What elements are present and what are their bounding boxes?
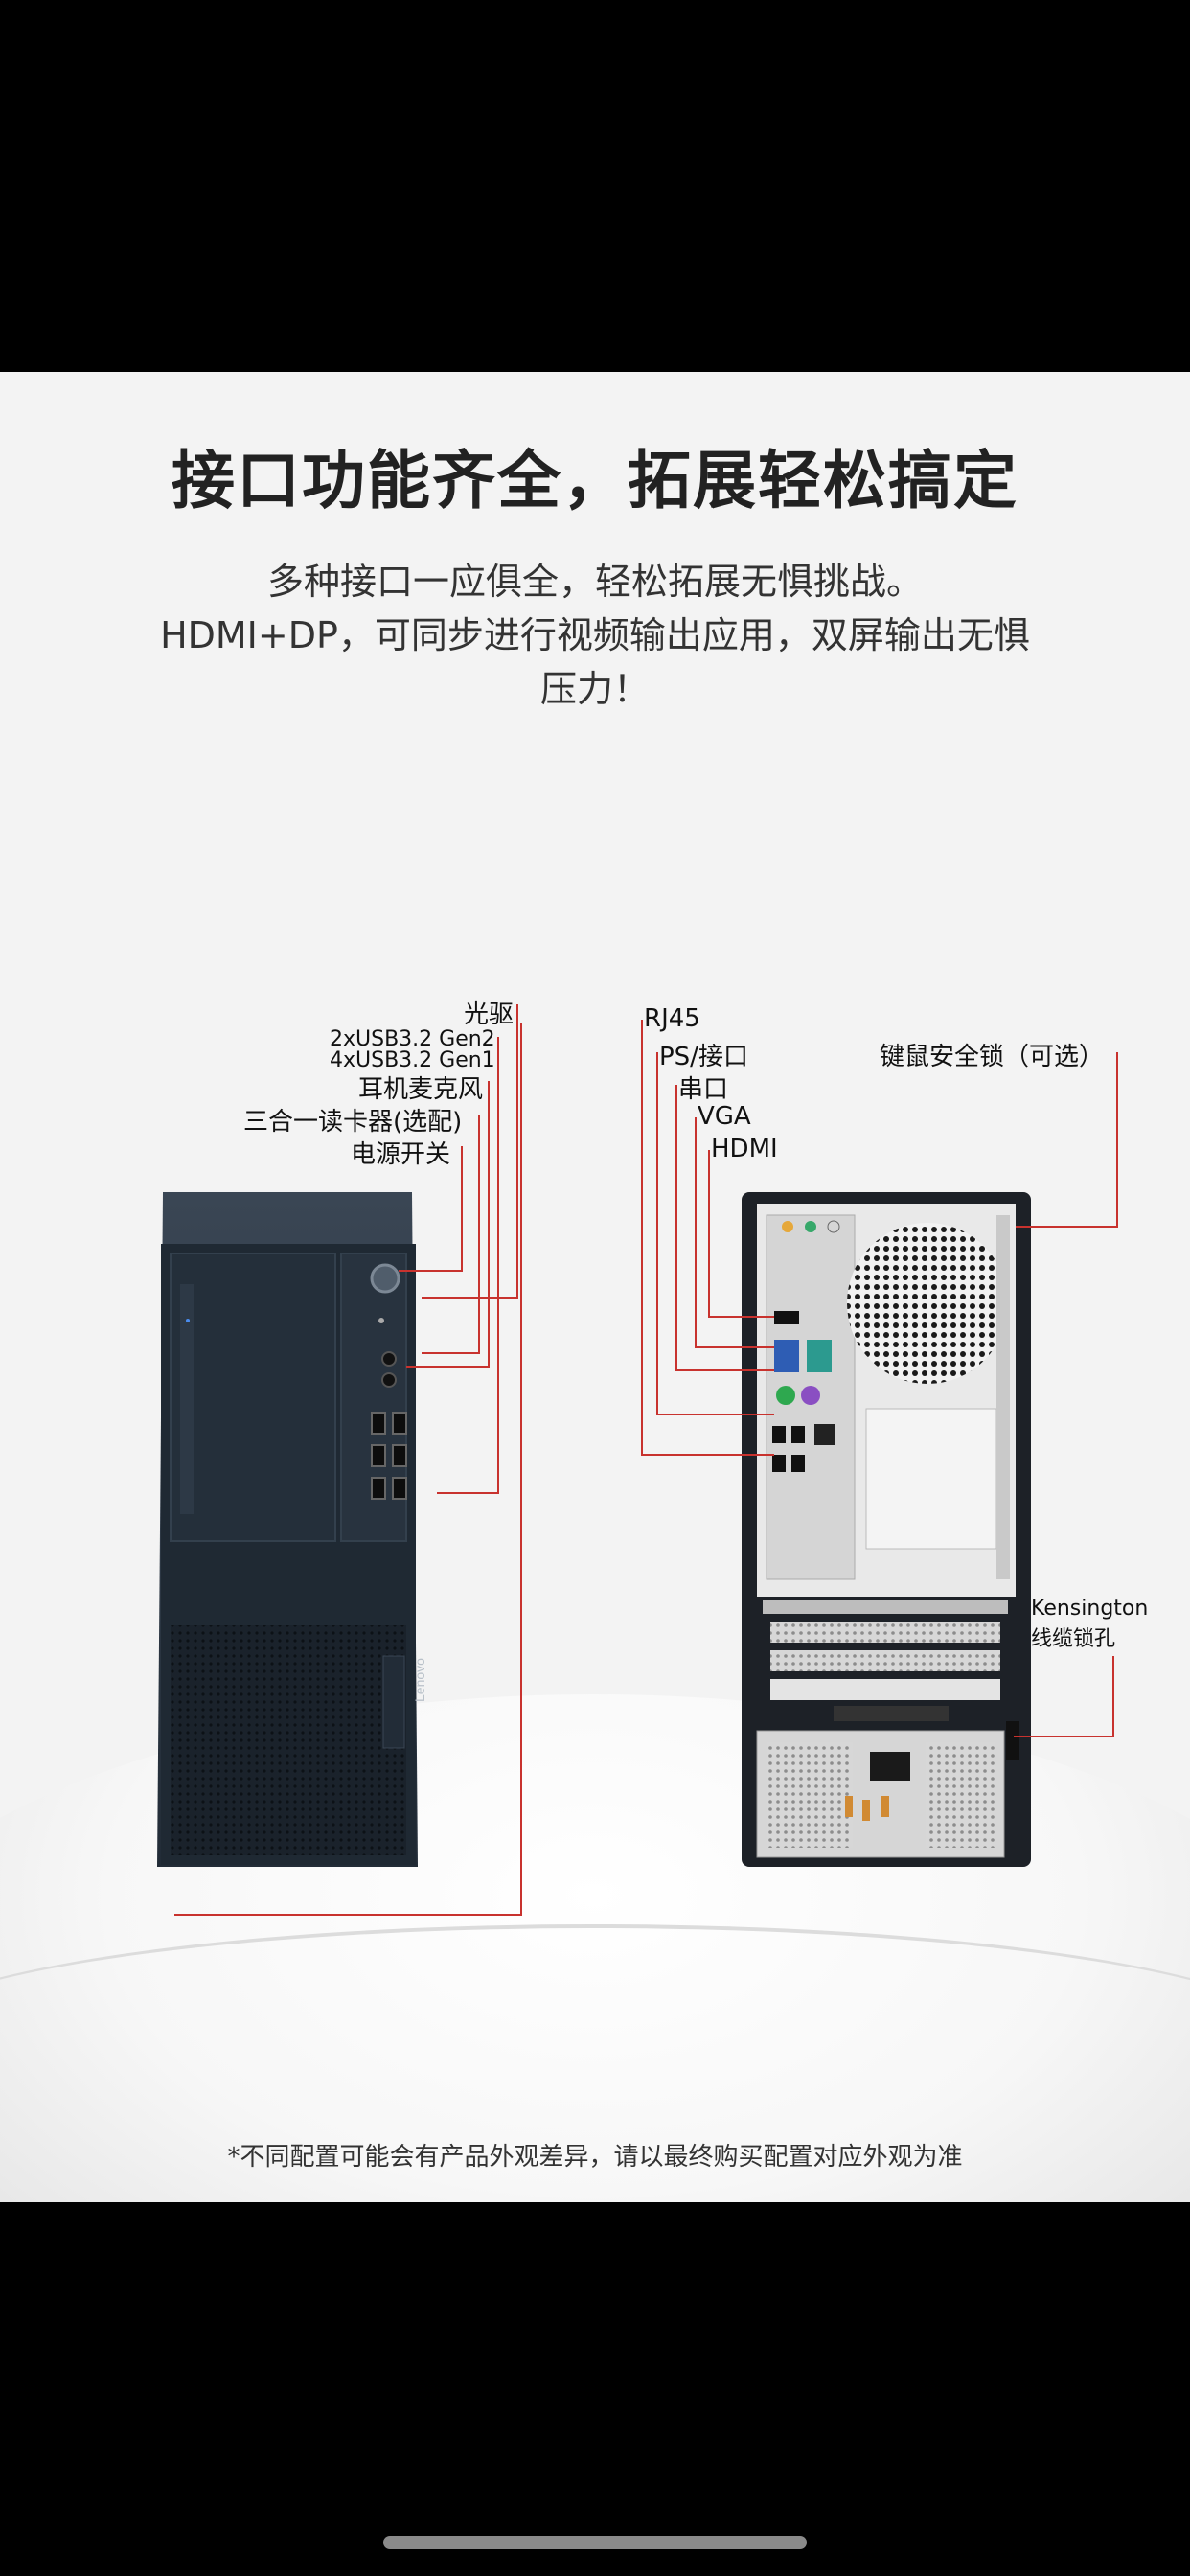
label-usb-gen1: 4xUSB3.2 Gen1: [330, 1048, 495, 1072]
label-usb-gen2: 2xUSB3.2 Gen2: [330, 1027, 495, 1051]
brand-logo: Lenovo: [412, 1658, 427, 1702]
label-security-lock: 键鼠安全锁（可选）: [880, 1043, 1105, 1071]
disclaimer: *不同配置可能会有产品外观差异，请以最终购买配置对应外观为准: [227, 2143, 963, 2172]
rear-tower: [742, 1192, 1031, 1867]
label-hdmi: HDMI: [711, 1135, 778, 1163]
callout-lines: [174, 1004, 1118, 1916]
label-serial: 串口: [678, 1075, 729, 1104]
label-rj45: RJ45: [644, 1004, 700, 1033]
label-vga: VGA: [698, 1102, 751, 1131]
product-panel: 接口功能齐全，拓展轻松搞定 多种接口一应俱全，轻松拓展无惧挑战。 HDMI+DP…: [0, 372, 1190, 2202]
subtitle-line-3: 压力！: [539, 668, 650, 710]
label-card-reader: 三合一读卡器(选配): [243, 1108, 463, 1137]
label-optical-drive: 光驱: [464, 1000, 515, 1029]
subtitle-line-1: 多种接口一应俱全，轻松拓展无惧挑战。: [266, 561, 923, 603]
front-tower: Lenovo: [157, 1192, 427, 1867]
label-kensington: Kensington: [1031, 1597, 1149, 1621]
subtitle-line-2: HDMI+DP，可同步进行视频输出应用，双屏输出无惧: [160, 614, 1030, 656]
label-ps2: PS/接口: [659, 1043, 748, 1071]
label-kensington-cn: 线缆锁孔: [1031, 1627, 1116, 1651]
label-audio: 耳机麦克风: [358, 1075, 484, 1104]
floor-rim: [0, 1924, 1190, 2158]
label-power-switch: 电源开关: [351, 1140, 451, 1169]
towers-illustration: Lenovo: [157, 1004, 1118, 1916]
page-heading: 接口功能齐全，拓展轻松搞定: [172, 444, 1018, 518]
home-indicator[interactable]: [383, 2536, 807, 2549]
